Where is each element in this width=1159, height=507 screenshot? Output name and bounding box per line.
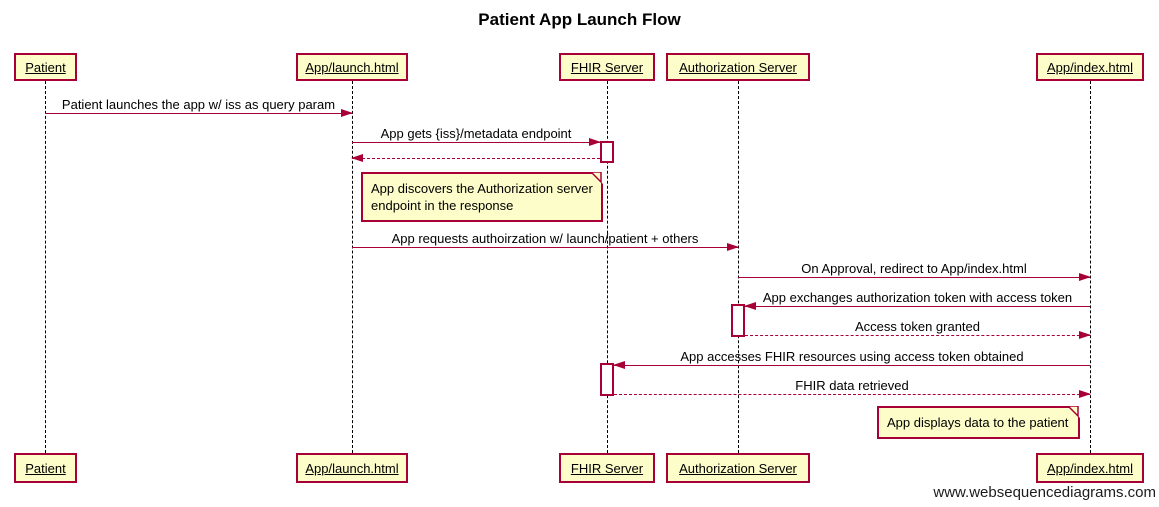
message-line <box>614 394 1090 395</box>
lifeline-patient <box>45 81 46 453</box>
message-label: Access token granted <box>854 319 981 334</box>
participant-label: App/index.html <box>1047 460 1133 476</box>
arrowhead-right-icon <box>1079 273 1091 281</box>
message-label: App accesses FHIR resources using access… <box>680 349 1024 364</box>
participant-label: Authorization Server <box>679 59 797 75</box>
activation-fhir-metadata <box>600 141 614 163</box>
message-launch-app: Patient launches the app w/ iss as query… <box>45 97 353 117</box>
participant-label: Authorization Server <box>679 460 797 476</box>
arrowhead-right-icon <box>1079 390 1091 398</box>
participant-app-launch-top: App/launch.html <box>296 53 408 81</box>
participant-fhir-server-bottom: FHIR Server <box>559 453 655 483</box>
arrowhead-left-icon <box>613 361 625 369</box>
message-line <box>745 335 1090 336</box>
lifeline-auth-server <box>738 81 739 453</box>
participant-label: App/launch.html <box>305 460 399 476</box>
message-get-metadata: App gets {iss}/metadata endpoint <box>352 126 601 146</box>
participant-fhir-server-top: FHIR Server <box>559 53 655 81</box>
lifeline-fhir-server <box>607 81 608 453</box>
arrowhead-right-icon <box>727 243 739 251</box>
participant-label: Patient <box>25 460 66 476</box>
message-label: App exchanges authorization token with a… <box>762 290 1073 305</box>
message-line <box>738 277 1090 278</box>
participant-label: Patient <box>25 59 66 75</box>
participant-app-index-bottom: App/index.html <box>1036 453 1144 483</box>
arrowhead-left-icon <box>351 154 363 162</box>
message-line <box>352 158 600 159</box>
message-line <box>745 306 1090 307</box>
participant-app-index-top: App/index.html <box>1036 53 1144 81</box>
participant-auth-server-bottom: Authorization Server <box>666 453 810 483</box>
participant-patient-top: Patient <box>14 53 77 81</box>
participant-label: App/index.html <box>1047 59 1133 75</box>
activation-auth-token <box>731 304 745 337</box>
message-line <box>352 247 738 248</box>
note-fold-icon <box>1068 406 1080 418</box>
note-discover-endpoint: App discovers the Authorization server e… <box>361 172 603 222</box>
message-line <box>352 142 600 143</box>
note-text: App discovers the Authorization server e… <box>371 181 593 213</box>
message-metadata-response <box>351 142 600 162</box>
message-label: App gets {iss}/metadata endpoint <box>380 126 572 141</box>
message-label: App requests authoirzation w/ launch/pat… <box>391 231 699 246</box>
participant-label: FHIR Server <box>570 460 644 476</box>
note-display-data: App displays data to the patient <box>877 406 1080 439</box>
message-request-authorization: App requests authoirzation w/ launch/pat… <box>352 231 739 251</box>
arrowhead-right-icon <box>341 109 353 117</box>
message-access-fhir: App accesses FHIR resources using access… <box>613 349 1090 369</box>
lifeline-app-launch <box>352 81 353 453</box>
message-label: FHIR data retrieved <box>795 378 909 393</box>
message-label: On Approval, redirect to App/index.html <box>801 261 1027 276</box>
message-label <box>352 142 600 158</box>
arrowhead-right-icon <box>589 138 601 146</box>
participant-label: FHIR Server <box>570 59 644 75</box>
message-line <box>614 365 1090 366</box>
note-fold-icon <box>591 172 603 184</box>
message-line <box>45 113 352 114</box>
participant-patient-bottom: Patient <box>14 453 77 483</box>
lifeline-app-index <box>1090 81 1091 453</box>
arrowhead-right-icon <box>1079 331 1091 339</box>
note-text: App displays data to the patient <box>887 415 1069 430</box>
watermark: www.websequencediagrams.com <box>933 484 1156 501</box>
arrowhead-left-icon <box>744 302 756 310</box>
message-token-exchange: App exchanges authorization token with a… <box>744 290 1090 310</box>
participant-app-launch-bottom: App/launch.html <box>296 453 408 483</box>
participant-label: App/launch.html <box>305 59 399 75</box>
message-fhir-data-retrieved: FHIR data retrieved <box>614 378 1091 398</box>
message-approval-redirect: On Approval, redirect to App/index.html <box>738 261 1091 281</box>
activation-fhir-resources <box>600 363 614 396</box>
message-label: Patient launches the app w/ iss as query… <box>61 97 336 112</box>
diagram-title: Patient App Launch Flow <box>478 10 681 29</box>
participant-auth-server-top: Authorization Server <box>666 53 810 81</box>
message-token-granted: Access token granted <box>745 319 1091 339</box>
